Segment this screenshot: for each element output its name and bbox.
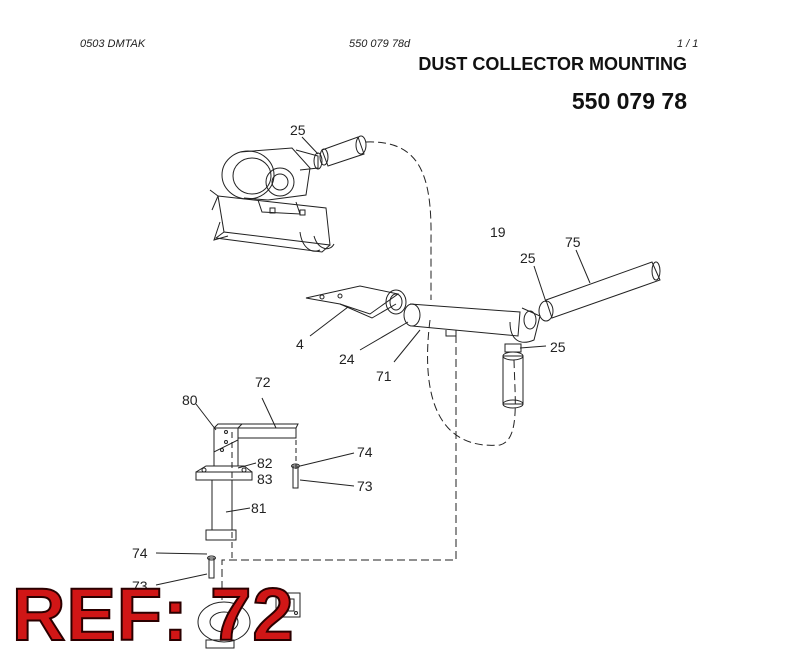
callout-label: 19 (490, 224, 506, 240)
reference-stamp: REF: 72 (11, 573, 295, 656)
callout-label: 72 (255, 374, 271, 390)
callout-label: 73 (357, 478, 373, 494)
callout-label: 82 (257, 455, 273, 471)
page-title: DUST COLLECTOR MOUNTING (418, 54, 687, 74)
support-arm (213, 423, 299, 453)
blower-housing (221, 147, 323, 201)
assembly-dash-line (427, 319, 516, 446)
callout-label: 4 (296, 336, 304, 352)
mounting-frame (209, 189, 335, 253)
callout-labels: 25 19 75 25 25 4 24 71 72 80 74 82 83 73… (132, 122, 581, 594)
callout-label: 25 (290, 122, 306, 138)
callout-label: 83 (257, 471, 273, 487)
callout-label: 25 (550, 339, 566, 355)
bolt-73-upper (291, 463, 300, 489)
callout-label: 73 (132, 578, 148, 594)
hose-lower (502, 343, 524, 409)
hose-75 (538, 261, 661, 322)
header-code: 0503 DMTAK (80, 38, 146, 50)
callout-label: 25 (520, 250, 536, 266)
hose-upper (319, 135, 367, 167)
header-document-number: 550 079 78d (349, 38, 411, 50)
elbow (509, 307, 541, 343)
part-number: 550 079 78 (571, 88, 687, 114)
bolt-73-lower (207, 555, 216, 579)
bracket-4 (305, 285, 407, 319)
assembly-dash-line (221, 335, 457, 600)
base-plate (197, 592, 301, 649)
header-page-number: 1 / 1 (677, 38, 699, 50)
callout-label: 74 (357, 444, 373, 460)
callout-label: 80 (182, 392, 198, 408)
callout-label: 71 (376, 368, 392, 384)
callout-label: 81 (251, 500, 267, 516)
collector-tube (403, 303, 521, 337)
support-post (195, 440, 253, 541)
callout-label: 24 (339, 351, 355, 367)
assembly-dash-line (365, 141, 432, 300)
callout-label: 74 (132, 545, 148, 561)
callout-label: 75 (565, 234, 581, 250)
